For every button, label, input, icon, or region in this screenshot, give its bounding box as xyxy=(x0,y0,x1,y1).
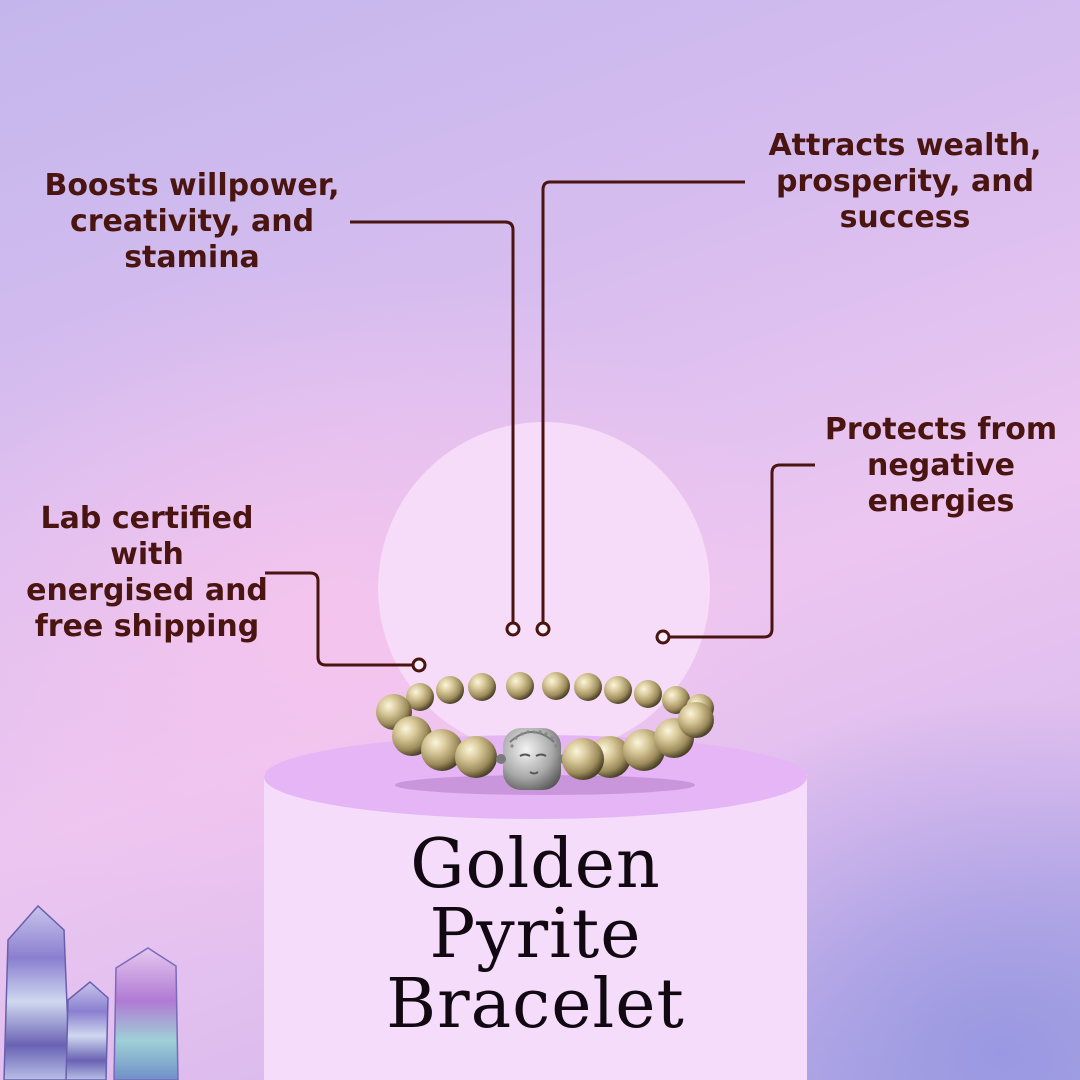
connector-certified xyxy=(265,571,412,667)
connector-dot-certified xyxy=(411,657,427,673)
callout-line: Lab certified xyxy=(40,501,254,536)
callout-line: Protects from xyxy=(824,412,1058,447)
fluorite-crystals-decoration xyxy=(3,904,179,1080)
title-line: Pyrite xyxy=(429,895,642,974)
connector-willpower xyxy=(350,220,515,622)
callout-line: Attracts wealth, xyxy=(768,128,1042,163)
connector-dot-protection xyxy=(655,629,671,645)
callout-line: free shipping xyxy=(34,609,260,644)
display-pedestal xyxy=(264,774,807,1080)
connector-wealth xyxy=(541,180,745,622)
product-title: Golden Pyrite Bracelet xyxy=(264,830,807,1040)
callout-protection: Protects from negative energies xyxy=(810,412,1072,520)
buddha-charm-icon xyxy=(503,728,561,790)
crystal-medium xyxy=(113,947,179,1080)
callout-line: negative xyxy=(867,448,1015,483)
title-line: Golden xyxy=(410,825,661,904)
connector-protection xyxy=(669,463,815,639)
connector-dot-wealth xyxy=(535,621,551,637)
crystal-large xyxy=(3,904,71,1080)
callout-line: energies xyxy=(867,484,1015,519)
callout-wealth: Attracts wealth, prosperity, and success xyxy=(740,128,1070,236)
callout-line: Boosts willpower, xyxy=(44,168,340,203)
callout-willpower: Boosts willpower, creativity, and stamin… xyxy=(20,168,364,276)
pyrite-bracelet-image xyxy=(376,672,714,795)
callout-certified: Lab certified with energised and free sh… xyxy=(14,501,280,645)
connector-dot-willpower xyxy=(505,621,521,637)
callout-line: energised and xyxy=(26,573,268,608)
callout-line: success xyxy=(839,200,971,235)
callout-line: with xyxy=(110,537,184,572)
title-line: Bracelet xyxy=(386,965,685,1044)
callout-line: stamina xyxy=(124,240,260,275)
back-beads xyxy=(406,672,714,722)
callout-line: creativity, and xyxy=(69,204,315,239)
callout-line: prosperity, and xyxy=(775,164,1035,199)
crystal-small xyxy=(65,981,109,1080)
